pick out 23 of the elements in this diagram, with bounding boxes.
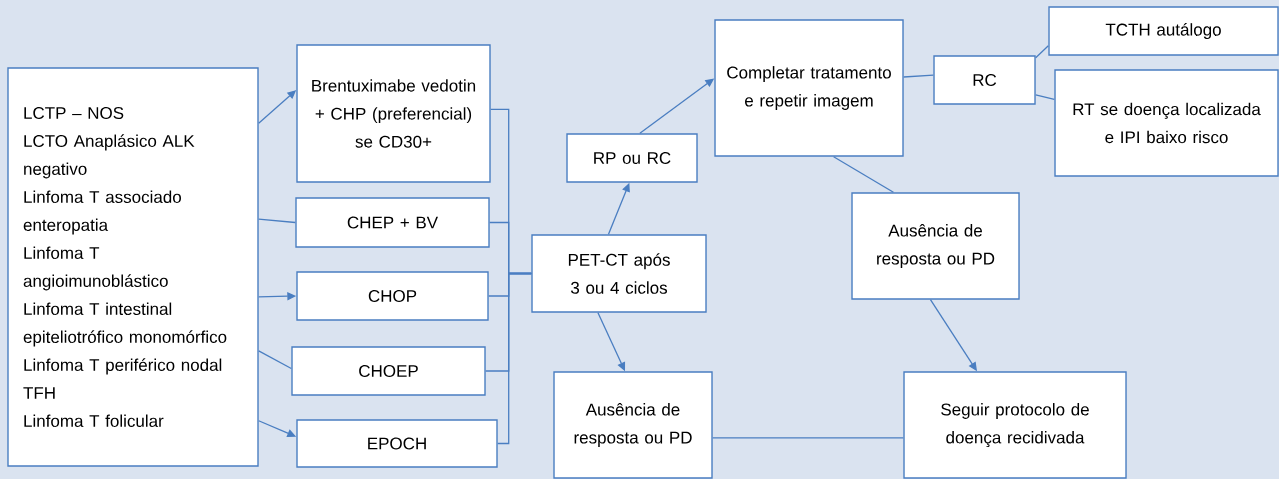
process-box: Completar tratamento e repetir imagem [714,19,904,157]
connector-line [833,156,895,193]
process-box: CHOP [296,271,489,321]
bracket-line [497,272,532,445]
process-box: Brentuximabe vedotin + CHP (preferencial) se CD30+ [296,44,491,183]
connector-line [1035,94,1055,101]
process-box: EPOCH [296,419,498,468]
process-box: RT se doença localizada e IPI baixo risco [1054,69,1279,177]
connector-line [258,218,296,224]
connector-line [712,437,904,439]
process-box: CHEP + BV [295,197,490,248]
process-box: RC [933,55,1036,105]
process-box: RP ou RC [566,133,698,183]
process-box: TCTH autálogo [1048,6,1279,56]
process-box: PET-CT após 3 ou 4 ciclos [531,234,707,313]
connector-line [1035,45,1049,59]
connector-line [258,350,292,370]
connector-line [903,74,934,78]
process-box: Ausência de resposta ou PD [851,192,1020,300]
process-box: Ausência de resposta ou PD [553,371,713,479]
diagnosis-list-box: LCTP – NOS LCTO Anaplásico ALK negativo Linfoma T associado enteropatia Linfoma T angioimunoblástico Linfoma T intestinal epiteliotrófico monomórfico Linfoma T periférico nodal TFH Linfoma T folicular [7,67,259,467]
process-box: Seguir protocolo de doença recidivada [903,371,1127,479]
process-box: CHOEP [291,346,486,396]
